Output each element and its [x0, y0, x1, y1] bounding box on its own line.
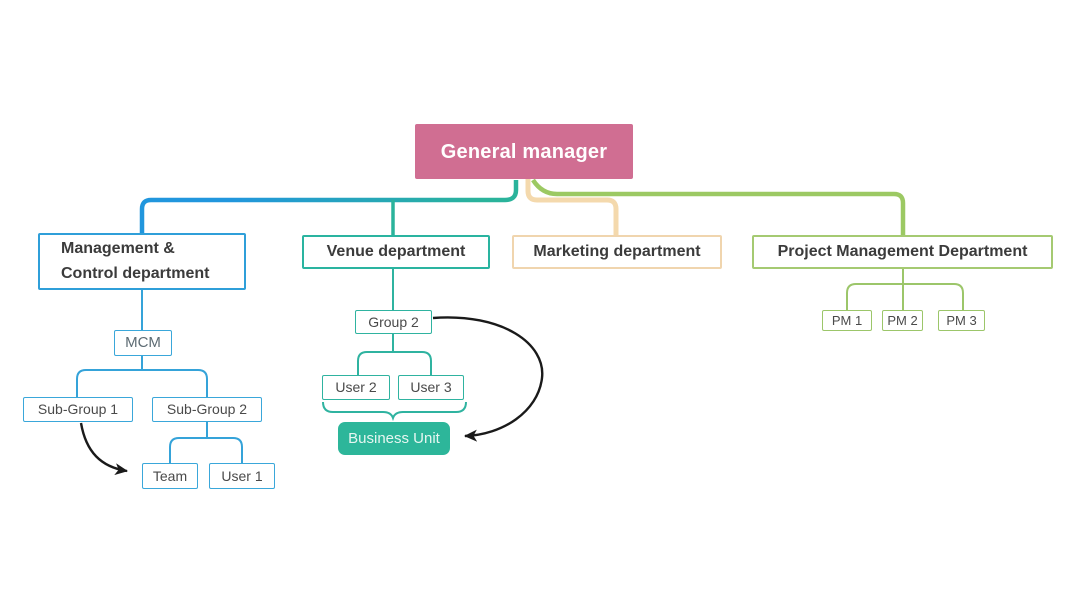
connector-general-to-project-management [531, 178, 906, 236]
node-group-2: Group 2 [355, 310, 432, 334]
node-sub-group-1: Sub-Group 1 [23, 397, 133, 422]
arrow-subgroup1-to-team [79, 422, 128, 476]
venue-subtree-connectors [322, 269, 467, 422]
node-user-2: User 2 [322, 375, 390, 400]
node-sub-group-2: Sub-Group 2 [152, 397, 262, 422]
arrow-group2-to-business-unit [432, 316, 544, 442]
node-project-management-department: Project Management Department [752, 235, 1053, 269]
pmd-subtree-connectors [846, 269, 964, 310]
node-team: Team [142, 463, 198, 489]
node-general-manager: General manager [415, 124, 633, 179]
node-pm-2: PM 2 [882, 310, 923, 331]
node-pm-1: PM 1 [822, 310, 872, 331]
node-management-control-department: Management & Control department [38, 233, 246, 290]
connector-group2-split [357, 351, 432, 375]
connector-general-to-management [139, 180, 519, 234]
connector-subgroup2-split [169, 437, 243, 463]
connector-pmd-split [846, 283, 964, 310]
node-user-3: User 3 [398, 375, 464, 400]
management-subtree-connectors [76, 290, 243, 463]
connector-mcm-split [76, 369, 208, 397]
node-user-1: User 1 [209, 463, 275, 489]
node-mcm: MCM [114, 330, 172, 356]
node-venue-department: Venue department [302, 235, 490, 269]
node-marketing-department: Marketing department [512, 235, 722, 269]
node-pm-3: PM 3 [938, 310, 985, 331]
brace-users-to-business-unit [322, 401, 467, 422]
connector-general-to-marketing [525, 179, 619, 236]
node-business-unit: Business Unit [338, 422, 450, 455]
